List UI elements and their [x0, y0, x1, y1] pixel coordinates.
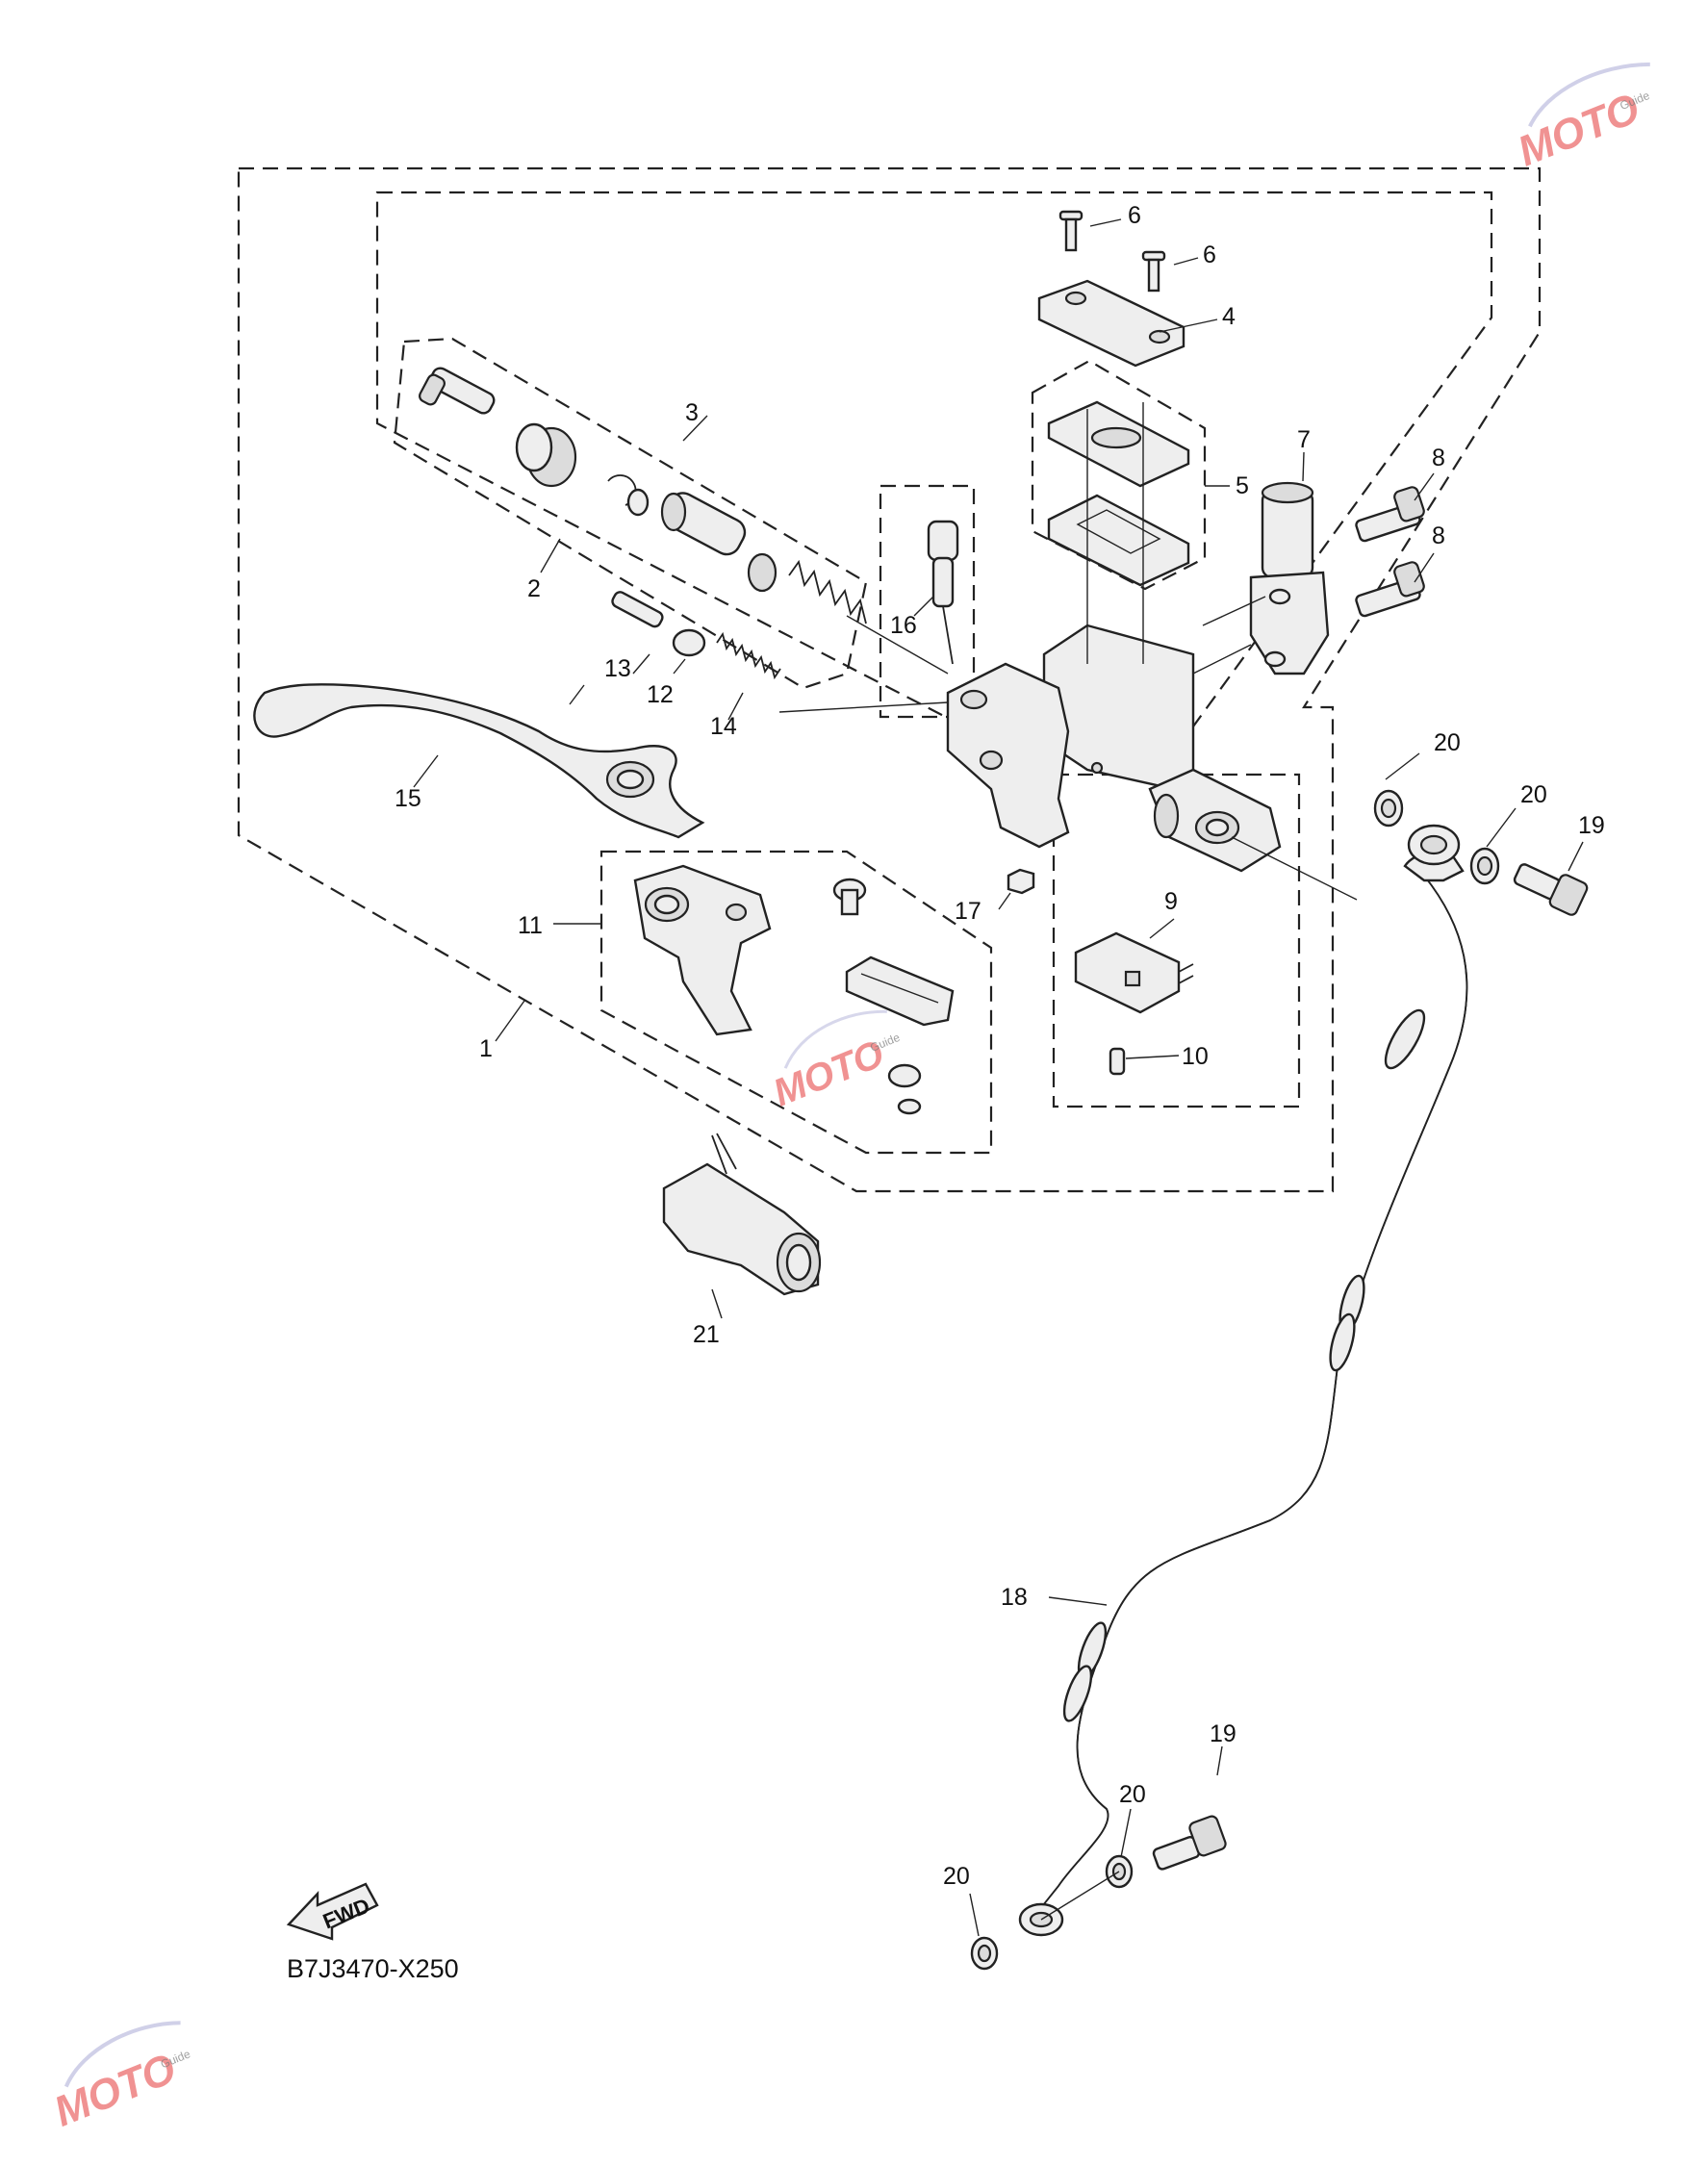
label-2: 2 [527, 575, 541, 602]
label-8b: 8 [1432, 522, 1445, 549]
piston-spring [788, 559, 867, 624]
washer-20d [970, 1936, 999, 1971]
assembly-3-outline [393, 337, 868, 690]
label-20d: 20 [943, 1863, 970, 1890]
washer-20a [1373, 789, 1404, 828]
diaphragm [1047, 494, 1190, 587]
bolt-8a [1355, 486, 1425, 543]
brake-hose-18 [1018, 824, 1468, 1937]
label-11: 11 [518, 912, 543, 939]
assembly-9-outline [1052, 773, 1301, 1108]
label-9: 9 [1164, 888, 1178, 915]
label-17: 17 [955, 898, 981, 925]
piston-body [660, 492, 747, 556]
label-20b: 20 [1520, 781, 1547, 808]
assembly-16-outline [879, 484, 976, 719]
spring-14 [716, 631, 781, 680]
washer-11 [887, 1063, 922, 1115]
label-10: 10 [1182, 1043, 1209, 1070]
label-16: 16 [890, 612, 917, 639]
holder-7 [1249, 481, 1330, 675]
reservoir-cap-4 [1037, 279, 1185, 368]
label-21: 21 [693, 1321, 720, 1348]
label-4: 4 [1222, 303, 1236, 330]
leader-lines [413, 218, 1584, 1937]
label-3: 3 [685, 399, 699, 426]
assembly-1-outline [237, 166, 1542, 1193]
brake-switch-9 [1074, 931, 1194, 1014]
adjuster-pin [832, 878, 867, 916]
diaphragm-plate [1047, 400, 1190, 488]
label-6a: 6 [1128, 202, 1141, 229]
label-12: 12 [647, 681, 674, 708]
lever-bracket-11 [633, 864, 772, 1036]
brake-lever-15 [253, 683, 705, 839]
label-6b: 6 [1203, 242, 1216, 268]
pivot-bolt-13 [611, 591, 664, 628]
screw-6a [1058, 210, 1083, 252]
watermark-logo-center: MOTO Guide [768, 1009, 902, 1114]
assembly-11-outline [599, 850, 993, 1155]
watermark-logo-top: MOTO Guide [1512, 62, 1652, 175]
piston-boot [515, 422, 577, 488]
watermark-logo-bottom: MOTO Guide [47, 2021, 192, 2136]
label-15: 15 [395, 785, 421, 812]
screw-10 [1109, 1047, 1126, 1076]
bolt-8b [1355, 561, 1425, 618]
piston-cup [747, 552, 778, 593]
label-20a: 20 [1434, 729, 1461, 756]
label-14: 14 [710, 713, 737, 740]
union-bolt-19b [1152, 1815, 1227, 1871]
washer-20b [1469, 847, 1500, 885]
washer-small [626, 488, 650, 517]
label-1: 1 [479, 1035, 493, 1062]
label-18: 18 [1001, 1584, 1028, 1611]
union-bolt-19a [1513, 863, 1589, 916]
label-8a: 8 [1432, 445, 1445, 471]
label-5: 5 [1236, 472, 1249, 499]
throttle-housing-21 [662, 1133, 822, 1296]
label-7: 7 [1297, 426, 1311, 453]
fwd-arrow-icon: FWD [286, 1882, 379, 1941]
screw-6b [1141, 250, 1166, 293]
label-20c: 20 [1119, 1781, 1146, 1808]
nut-17 [1007, 868, 1035, 895]
label-19a: 19 [1578, 812, 1605, 839]
collar-12 [672, 628, 706, 657]
piston-rod [419, 367, 496, 415]
adjuster-plate [845, 955, 955, 1027]
diagram-code: B7J3470-X250 [287, 1954, 459, 1983]
label-13: 13 [604, 655, 631, 682]
plunger-16 [927, 520, 959, 665]
label-19b: 19 [1210, 1720, 1236, 1747]
master-cylinder-body [946, 624, 1282, 873]
